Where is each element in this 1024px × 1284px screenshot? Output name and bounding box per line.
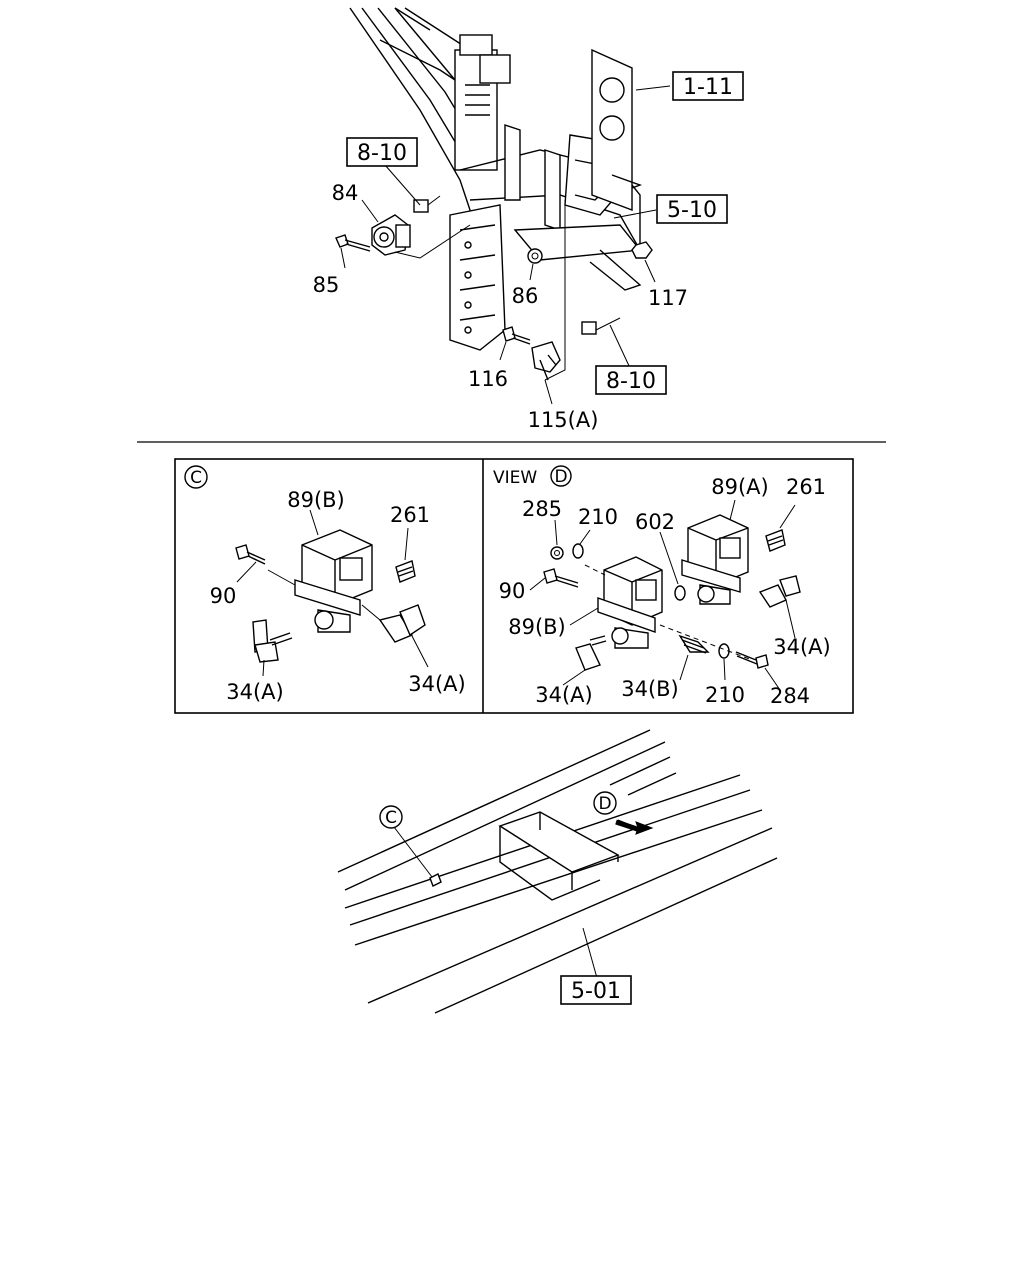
label-261-d: 261 [786,475,826,499]
ref-box-8-10-bottom [595,365,667,395]
label-34b: 34(B) [621,677,679,701]
label-89b-d: 89(B) [508,615,566,639]
label-90-c: 90 [210,584,237,608]
label-85: 85 [313,273,340,297]
label-116: 116 [468,367,508,391]
label-210-bottom: 210 [705,683,745,707]
marker-c-circle [184,465,208,489]
label-285: 285 [522,497,562,521]
panel-c-marker: C [190,468,202,488]
marker-d-circle [550,465,572,487]
ref-box-1-11 [672,71,744,101]
panel-d: VIEW D [493,465,831,708]
frame-overview: C D 5-01 [337,729,778,1014]
label-34a-left-c: 34(A) [226,680,283,704]
ref-box-8-10-top [346,137,418,167]
label-261-c: 261 [390,503,430,527]
ref-8-10-bottom: 8-10 [606,369,656,394]
marker-d-bottom-circle [593,791,617,815]
label-117: 117 [648,286,688,310]
label-86: 86 [512,284,539,308]
label-84: 84 [332,181,359,205]
ref-5-01: 5-01 [571,979,621,1004]
label-89a: 89(A) [711,475,768,499]
label-89b-c: 89(B) [287,488,345,512]
label-115a: 115(A) [528,408,599,432]
ref-box-5-10 [656,194,728,224]
ref-1-11: 1-11 [683,75,733,100]
label-34a-right-d: 34(A) [773,635,830,659]
panel-d-marker: D [554,467,567,487]
label-34a-bottom-d: 34(A) [535,683,592,707]
label-210-top: 210 [578,505,618,529]
label-284: 284 [770,684,810,708]
panel-d-view-prefix: VIEW [493,468,537,488]
marker-c-bottom-circle [379,805,403,829]
top-assembly: 1-11 8-10 5-10 8-10 84 85 86 117 116 115… [313,7,744,432]
panel-c: C 89(B) 261 90 34(A) 34(A) [184,465,466,704]
bottom-marker-c: C [385,808,397,828]
ref-5-10: 5-10 [667,198,717,223]
ref-box-5-01 [560,975,632,1005]
ref-8-10-top: 8-10 [357,141,407,166]
label-90-d: 90 [499,579,526,603]
label-34a-right-c: 34(A) [408,672,465,696]
bottom-marker-d: D [598,794,611,814]
label-602: 602 [635,510,675,534]
